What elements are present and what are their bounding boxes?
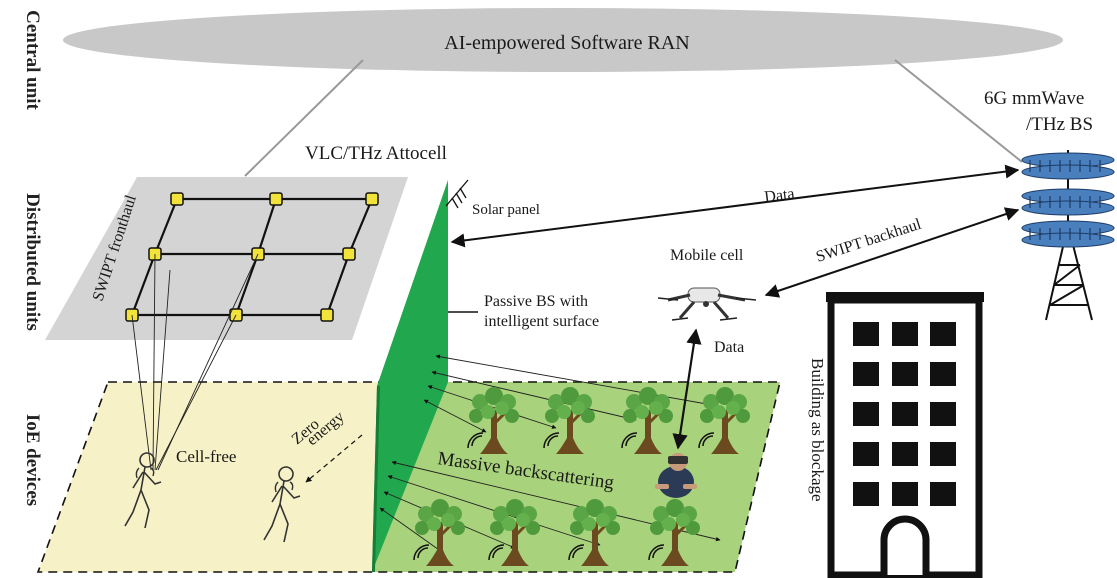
attocell-nodes xyxy=(125,192,379,322)
mobile-cell-label: Mobile cell xyxy=(670,247,744,264)
bs-tower-icon xyxy=(1021,150,1115,321)
swipt-backhaul-label: SWIPT backhaul xyxy=(814,216,924,266)
passive-bs-label-2: intelligent surface xyxy=(484,313,599,330)
side-label-distributed-units: Distributed units xyxy=(22,193,43,331)
attocell-plane xyxy=(45,177,408,340)
passive-bs-label-1: Passive BS with xyxy=(484,293,588,310)
drone-icon xyxy=(657,287,757,321)
ran-label: AI-empowered Software RAN xyxy=(444,32,689,54)
cell-free-ground xyxy=(38,382,380,572)
drone-data-label: Data xyxy=(714,339,744,356)
intelligent-surface-wall xyxy=(372,180,448,572)
side-label-central-unit: Central unit xyxy=(22,10,43,110)
bs-to-wall-data-link xyxy=(450,164,1020,248)
attocell-label: VLC/THz Attocell xyxy=(305,143,447,164)
ran-to-attocell-link xyxy=(244,59,364,177)
solar-panel-icon xyxy=(445,179,469,209)
attocell-beams xyxy=(131,253,259,471)
side-label-ioe-devices: IoE devices xyxy=(22,414,43,506)
building-icon xyxy=(826,292,984,578)
zero-energy-arrow xyxy=(305,434,363,483)
solar-panel-label: Solar panel xyxy=(472,202,540,218)
ran-ellipse xyxy=(63,8,1063,72)
bs-label-2: /THz BS xyxy=(1026,114,1093,135)
building-label: Building as blockage xyxy=(808,358,827,502)
data-link-label: Data xyxy=(763,185,795,206)
drone-data-link xyxy=(672,328,702,450)
vr-user-icon xyxy=(655,453,697,498)
ran-to-bs-link xyxy=(894,59,1023,163)
bs-to-drone-backhaul-link xyxy=(764,207,1020,298)
cell-free-label: Cell-free xyxy=(176,447,236,466)
bs-label-1: 6G mmWave xyxy=(984,88,1084,109)
wall-edge xyxy=(372,386,380,572)
